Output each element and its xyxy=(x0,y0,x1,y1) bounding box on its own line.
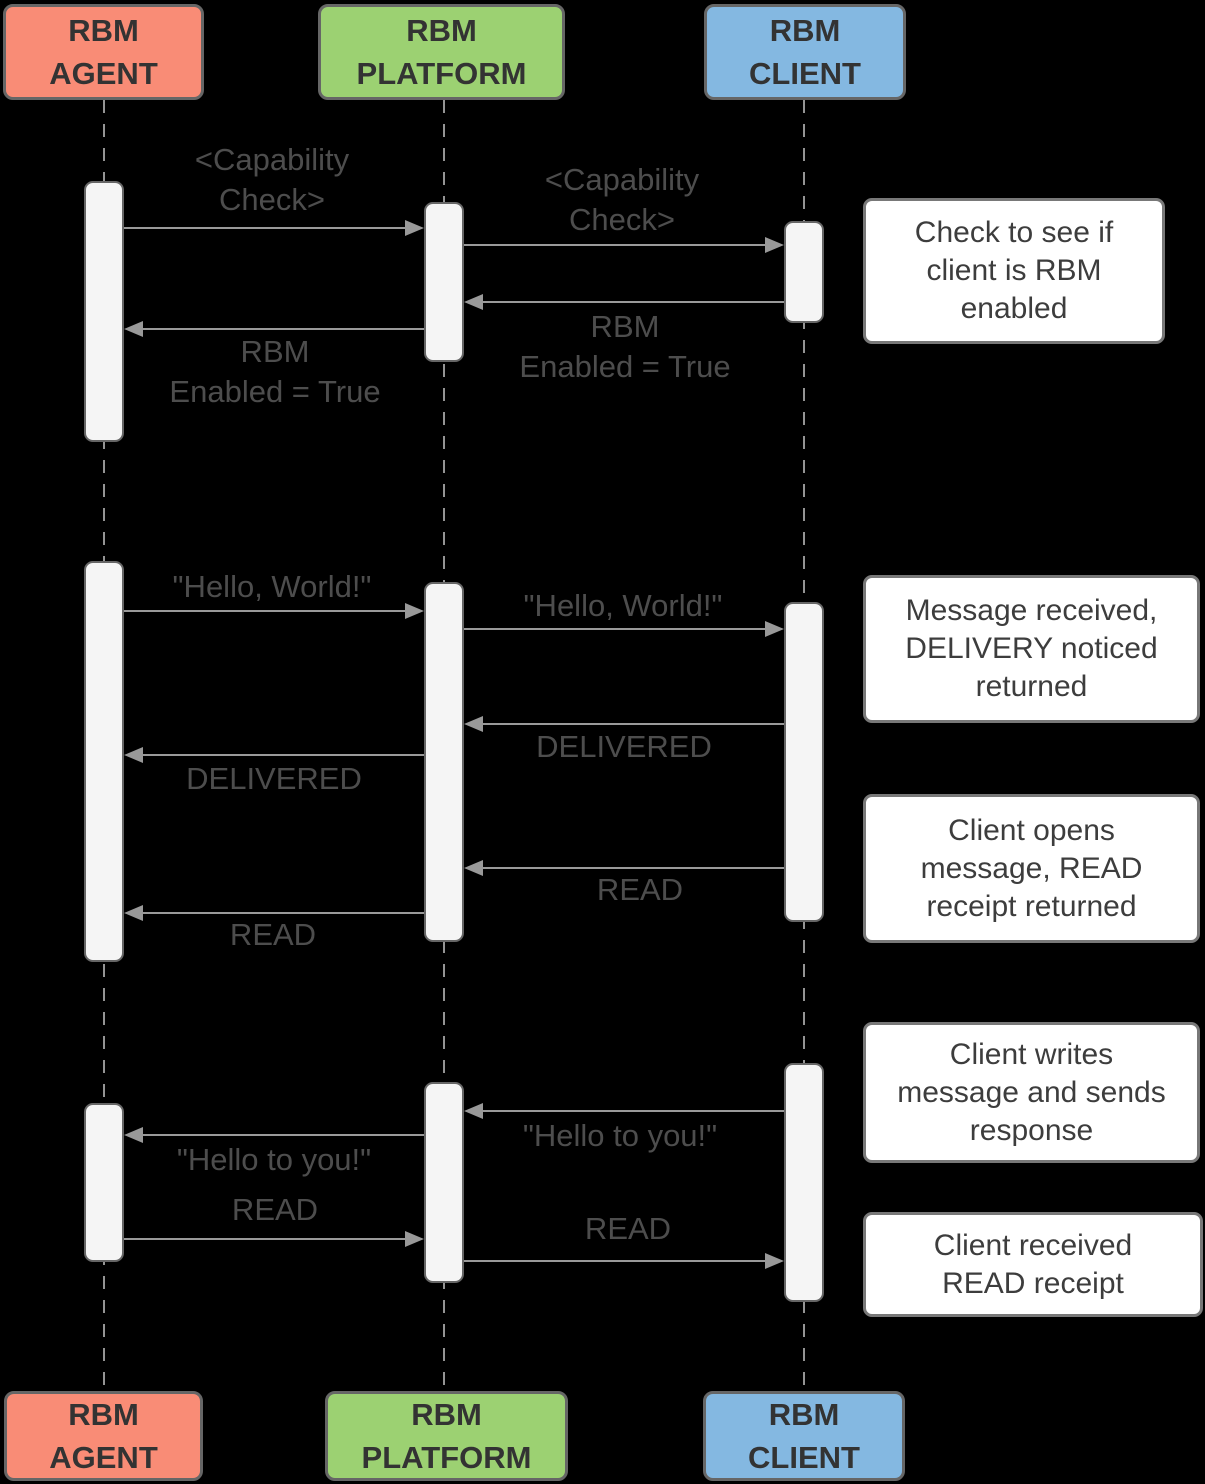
message-label: DELIVERED xyxy=(536,729,712,764)
arrowhead-left-icon xyxy=(464,716,483,732)
message-label: READ xyxy=(584,1211,672,1246)
activation-bar-platform xyxy=(424,582,464,942)
message-arrow-platform-to-client xyxy=(464,1260,769,1262)
activation-bar-client xyxy=(784,1063,824,1302)
message-arrow-agent-to-platform xyxy=(124,1238,409,1240)
message-arrow-client-to-platform xyxy=(479,301,784,303)
arrowhead-left-icon xyxy=(464,860,483,876)
message-label: RBM Enabled = True xyxy=(169,334,381,409)
activation-bar-client xyxy=(784,221,824,323)
message-arrow-platform-to-agent xyxy=(139,1134,424,1136)
actor-box-header-agent: RBM AGENT xyxy=(3,4,204,100)
activation-bar-agent xyxy=(84,181,124,442)
message-label: "Hello to you!" xyxy=(522,1118,718,1153)
arrowhead-left-icon xyxy=(464,294,483,310)
activation-bar-platform xyxy=(424,1082,464,1283)
message-arrow-client-to-platform xyxy=(479,723,784,725)
message-label: "Hello, World!" xyxy=(172,569,372,604)
actor-box-header-client: RBM CLIENT xyxy=(704,4,906,100)
activation-bar-agent xyxy=(84,1103,124,1262)
message-label: "Hello, World!" xyxy=(523,588,723,623)
arrowhead-left-icon xyxy=(124,747,143,763)
arrowhead-right-icon xyxy=(765,621,784,637)
actor-box-footer-client: RBM CLIENT xyxy=(703,1391,905,1481)
arrowhead-right-icon xyxy=(765,1253,784,1269)
message-arrow-client-to-platform xyxy=(479,1110,784,1112)
message-label: RBM Enabled = True xyxy=(519,309,731,384)
message-arrow-platform-to-client xyxy=(464,244,769,246)
actor-box-header-platform: RBM PLATFORM xyxy=(318,4,565,100)
activation-bar-agent xyxy=(84,561,124,962)
arrowhead-left-icon xyxy=(124,1127,143,1143)
arrowhead-right-icon xyxy=(765,237,784,253)
arrowhead-right-icon xyxy=(405,220,424,236)
message-label: READ xyxy=(231,1192,319,1227)
note-box: Message received, DELIVERY noticed retur… xyxy=(863,575,1200,723)
arrowhead-left-icon xyxy=(124,321,143,337)
actor-box-footer-platform: RBM PLATFORM xyxy=(325,1391,568,1481)
message-label: <Capability Check> xyxy=(544,162,700,237)
actor-box-footer-agent: RBM AGENT xyxy=(4,1391,203,1481)
message-arrow-platform-to-agent xyxy=(139,754,424,756)
arrowhead-left-icon xyxy=(464,1103,483,1119)
message-arrow-client-to-platform xyxy=(479,867,784,869)
arrowhead-right-icon xyxy=(405,1231,424,1247)
message-arrow-platform-to-agent xyxy=(139,328,424,330)
message-label: DELIVERED xyxy=(186,761,362,796)
note-box: Client received READ receipt xyxy=(863,1212,1203,1317)
note-box: Client opens message, READ receipt retur… xyxy=(863,794,1200,943)
message-label: "Hello to you!" xyxy=(176,1142,372,1177)
message-label: READ xyxy=(229,917,317,952)
message-arrow-agent-to-platform xyxy=(124,610,409,612)
message-arrow-platform-to-agent xyxy=(139,912,424,914)
message-label: READ xyxy=(596,872,684,907)
note-box: Client writes message and sends response xyxy=(863,1022,1200,1163)
activation-bar-client xyxy=(784,602,824,922)
message-label: <Capability Check> xyxy=(194,142,350,217)
message-arrow-platform-to-client xyxy=(464,628,769,630)
note-box: Check to see if client is RBM enabled xyxy=(863,198,1165,344)
arrowhead-right-icon xyxy=(405,603,424,619)
arrowhead-left-icon xyxy=(124,905,143,921)
activation-bar-platform xyxy=(424,202,464,362)
message-arrow-agent-to-platform xyxy=(124,227,409,229)
